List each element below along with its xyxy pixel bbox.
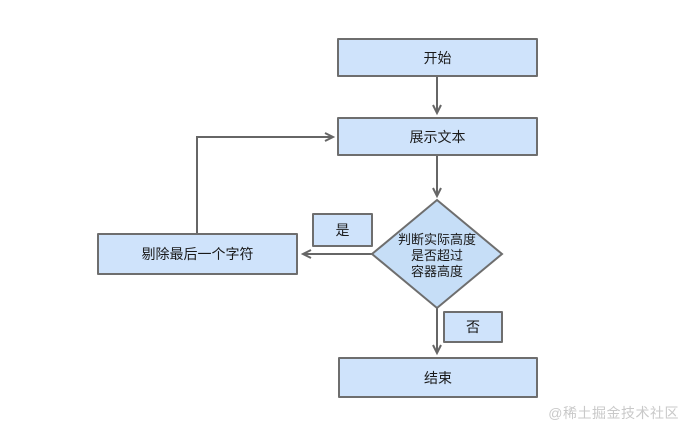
node-start-label: 开始 <box>423 49 452 66</box>
edge-label-no: 否 <box>443 311 503 343</box>
arrow-remove-to-display <box>196 132 336 233</box>
node-end: 结束 <box>338 357 538 398</box>
node-start: 开始 <box>337 38 538 77</box>
node-remove-last-char-label: 剔除最后一个字符 <box>141 246 254 262</box>
watermark: @稀土掘金技术社区 <box>548 405 679 421</box>
node-display-text: 展示文本 <box>337 117 538 156</box>
node-decision-label: 判断实际高度 是否超过 容器高度 <box>397 232 476 279</box>
edge-label-yes: 是 <box>312 213 373 247</box>
node-decision-shape <box>370 198 504 310</box>
edge-label-no-text: 否 <box>466 319 480 335</box>
node-end-label: 结束 <box>424 369 452 386</box>
node-display-text-label: 展示文本 <box>409 128 466 145</box>
node-remove-last-char: 剔除最后一个字符 <box>97 233 298 275</box>
edge-label-yes-text: 是 <box>335 222 350 238</box>
